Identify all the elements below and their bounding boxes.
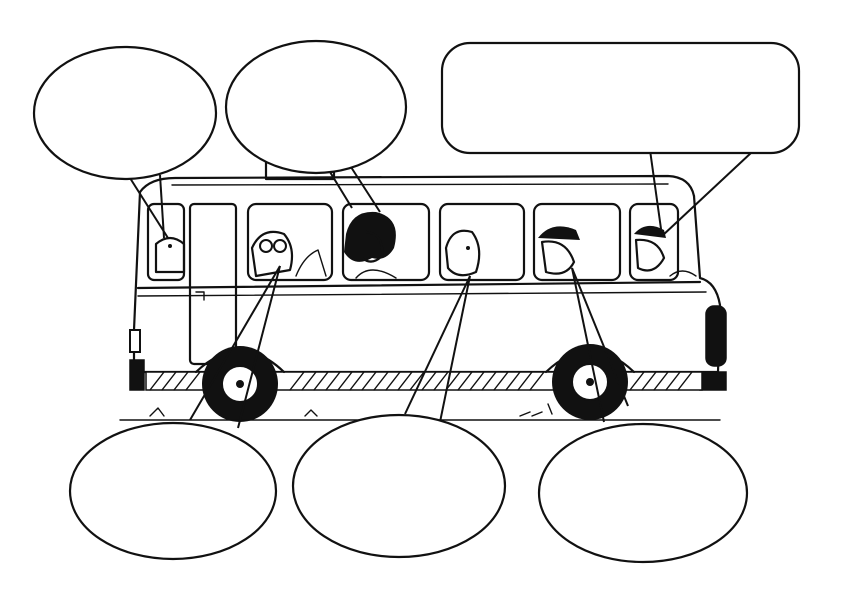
bus-roof <box>138 174 696 198</box>
rear-light <box>129 329 141 353</box>
bubble-tails <box>129 149 753 429</box>
passenger-4 <box>444 229 481 277</box>
passenger-6-driver <box>634 225 697 277</box>
passenger-3 <box>344 211 397 279</box>
speech-bubble-5[interactable] <box>291 413 507 559</box>
passengers <box>154 211 697 279</box>
speech-bubble-6[interactable] <box>537 422 749 564</box>
passenger-2 <box>250 230 327 278</box>
speech-bubble-4[interactable] <box>68 421 278 561</box>
speech-bubble-2[interactable] <box>224 39 408 175</box>
passenger-5 <box>538 226 580 275</box>
speech-bubble-1[interactable] <box>32 45 218 181</box>
headlight <box>705 305 727 367</box>
window-front <box>628 202 680 282</box>
bus-illustration <box>119 147 727 422</box>
passenger-1 <box>154 236 186 274</box>
window-1 <box>146 202 186 282</box>
rear-wheel <box>194 346 286 422</box>
window-2 <box>246 202 334 282</box>
speech-bubble-3[interactable] <box>440 41 801 155</box>
window-4 <box>438 202 526 282</box>
rear-bumper <box>129 359 145 391</box>
front-bumper <box>699 371 727 391</box>
bus-belt-line <box>136 280 702 290</box>
window-3 <box>341 202 431 282</box>
bus-door <box>188 202 238 366</box>
